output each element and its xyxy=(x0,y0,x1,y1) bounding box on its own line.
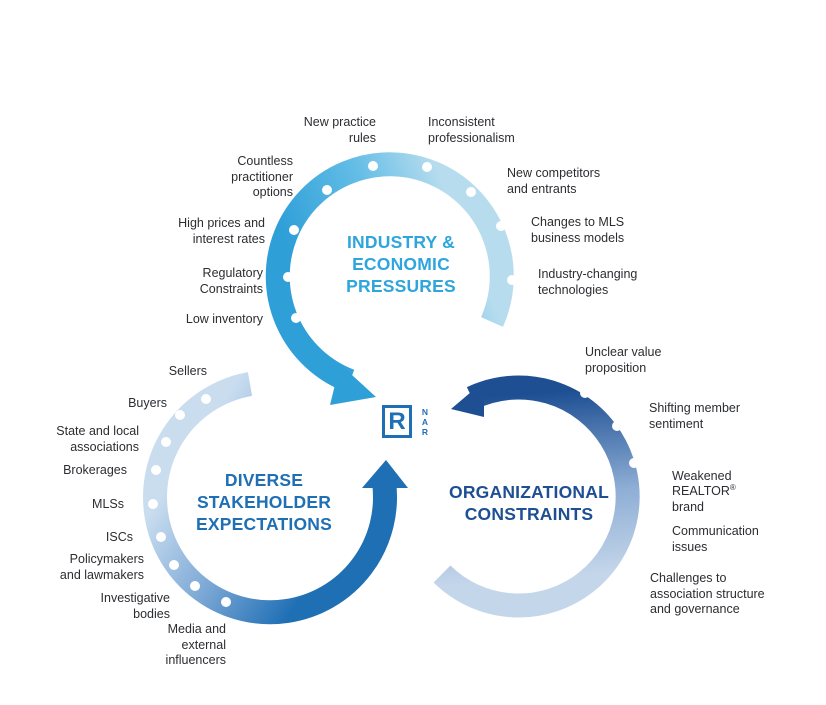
bullet-dot xyxy=(156,532,166,542)
stakeholder-item-state-local-associations: State and local associations xyxy=(56,424,139,454)
industry-item-new-practice-rules: New practice rules xyxy=(303,115,376,145)
bullet-dot xyxy=(507,275,517,285)
org-item-shifting-sentiment: Shifting member sentiment xyxy=(649,401,741,431)
bullet-dot xyxy=(496,221,506,231)
bullet-dot xyxy=(190,581,200,591)
bullet-dot xyxy=(161,437,171,447)
org-item-weakened-realtor: Weakened REALTOR® brand xyxy=(672,453,792,515)
industry-item-changes-to-mls: Changes to MLS business models xyxy=(531,215,625,245)
bullet-dot xyxy=(368,161,378,171)
stakeholder-item-mlss: MLSs xyxy=(92,497,124,511)
stakeholder-title: DIVERSE STAKEHOLDER EXPECTATIONS xyxy=(196,470,332,534)
nar-logo: R NAR xyxy=(382,405,436,451)
bullet-dot xyxy=(642,519,652,529)
bullet-dot xyxy=(622,565,632,575)
bullet-dot xyxy=(580,388,590,398)
org-item-weakened-realtor-text: Weakened REALTOR xyxy=(672,468,732,499)
stakeholder-item-buyers: Buyers xyxy=(128,396,167,410)
industry-arrowhead xyxy=(330,364,376,405)
industry-item-industry-changing-technologies: Industry-changing technologies xyxy=(538,267,638,297)
org-item-association-structure: Challenges to association structure and … xyxy=(650,571,765,616)
registered-mark: ® xyxy=(729,482,736,492)
bullet-dot xyxy=(289,225,299,235)
industry-item-high-prices: High prices and interest rates xyxy=(178,216,265,246)
org-item-communication-issues: Communication issues xyxy=(672,524,759,554)
bullet-dots xyxy=(148,161,652,607)
org-arrowhead xyxy=(451,381,484,417)
bullet-dot xyxy=(151,465,161,475)
org-item-unclear-value: Unclear value proposition xyxy=(585,345,662,375)
bullet-dot xyxy=(221,597,231,607)
bullet-dot xyxy=(148,499,158,509)
industry-item-new-competitors: New competitors and entrants xyxy=(507,166,601,196)
stakeholder-arc xyxy=(143,372,397,625)
bullet-dot xyxy=(175,410,185,420)
bullet-dot xyxy=(322,185,332,195)
bullet-dot xyxy=(612,421,622,431)
org-item-brand-text: brand xyxy=(672,499,704,514)
stakeholder-item-investigative-bodies: Investigative bodies xyxy=(100,591,170,621)
industry-title: INDUSTRY & ECONOMIC PRESSURES xyxy=(346,232,456,296)
realtor-r-icon: R xyxy=(382,405,412,438)
industry-item-countless-practitioner-options: Countless practitioner options xyxy=(231,154,293,199)
bullet-dot xyxy=(422,162,432,172)
logo-text: NAR xyxy=(421,407,429,437)
stakeholder-item-brokerages: Brokerages xyxy=(63,463,127,477)
stakeholder-item-sellers: Sellers xyxy=(168,364,207,378)
bullet-dot xyxy=(169,560,179,570)
bullet-dot xyxy=(629,458,639,468)
bullet-dot xyxy=(466,187,476,197)
stakeholder-item-iscs: ISCs xyxy=(105,530,133,544)
stakeholder-item-media-influencers: Media and external influencers xyxy=(165,622,226,667)
logo-letter: R xyxy=(385,408,409,435)
stakeholder-item-policymakers: Policymakers and lawmakers xyxy=(59,552,144,582)
bullet-dot xyxy=(283,272,293,282)
org-arc xyxy=(433,375,640,618)
industry-arc xyxy=(265,152,514,393)
bullet-dot xyxy=(291,313,301,323)
bullet-dot xyxy=(201,394,211,404)
industry-item-low-inventory: Low inventory xyxy=(185,312,263,326)
org-title: ORGANIZATIONAL CONSTRAINTS xyxy=(449,482,609,524)
stakeholder-arrowhead xyxy=(362,460,408,488)
industry-item-regulatory-constraints: Regulatory Constraints xyxy=(199,266,263,296)
industry-item-inconsistent-professionalism: Inconsistent professionalism xyxy=(428,115,515,145)
